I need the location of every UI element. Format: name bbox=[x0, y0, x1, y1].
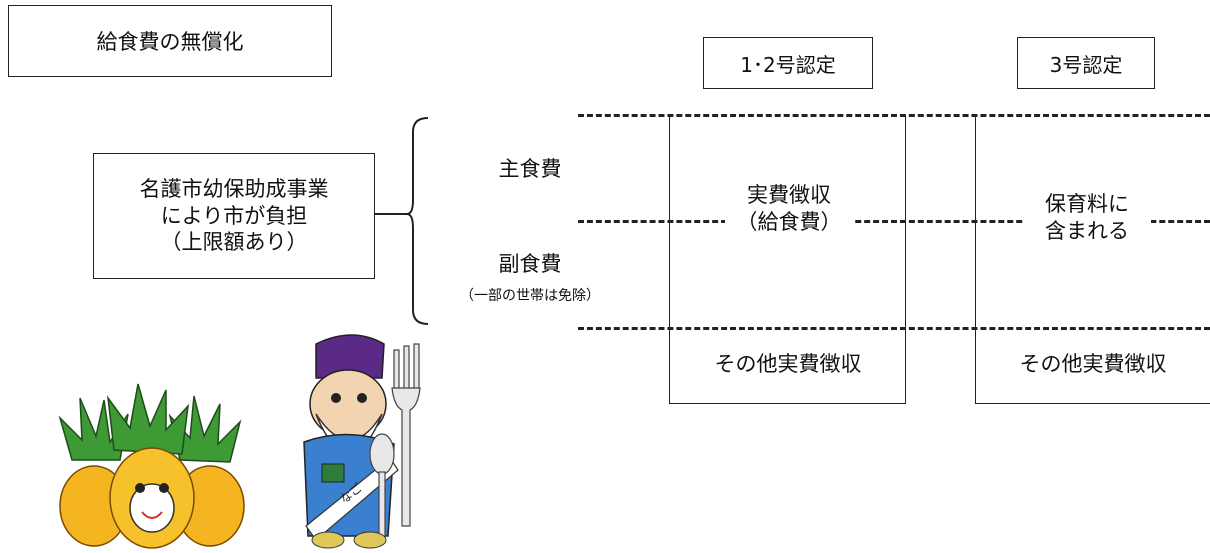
chef-mascot-illustration: なご bbox=[303, 334, 421, 549]
header-12-box: 1･2号認定 bbox=[703, 37, 873, 89]
col3-other-label: その他実費徴収 bbox=[1019, 352, 1167, 376]
col12-border-bottom bbox=[669, 403, 906, 404]
subsidy-line2: により市が負担 bbox=[160, 203, 308, 228]
header-12-label: 1･2号認定 bbox=[740, 52, 836, 77]
col3-border-left bbox=[975, 114, 976, 404]
title-box: 給食費の無償化 bbox=[8, 5, 332, 77]
col3-line2: 含まれる bbox=[1045, 219, 1129, 244]
dashed-line-bottom bbox=[578, 327, 1210, 330]
side-food-note: （一部の世帯は免除） bbox=[460, 288, 600, 304]
col3-border-bottom bbox=[975, 403, 1210, 404]
subsidy-box: 名護市幼保助成事業 により市が負担 （上限額あり） bbox=[93, 153, 375, 279]
main-food-label: 主食費 bbox=[498, 157, 562, 181]
col3-text: 保育料に 含まれる bbox=[1023, 191, 1151, 246]
col3-line1: 保育料に bbox=[1045, 192, 1129, 216]
page-title: 給食費の無償化 bbox=[96, 30, 244, 54]
dashed-line-top bbox=[578, 114, 1210, 117]
pineapple-mascot-illustration bbox=[58, 383, 245, 549]
subsidy-line1: 名護市幼保助成事業 bbox=[139, 176, 329, 201]
side-food-label: 副食費 bbox=[498, 252, 562, 276]
col12-border-left bbox=[669, 114, 670, 404]
col12-border-right bbox=[905, 114, 906, 404]
header-3-label: 3号認定 bbox=[1049, 52, 1123, 77]
col12-other-label: その他実費徴収 bbox=[714, 352, 862, 376]
col12-line1: 実費徴収 bbox=[747, 183, 831, 207]
subsidy-line3: （上限額あり） bbox=[160, 230, 308, 255]
col12-text: 実費徴収 （給食費） bbox=[725, 182, 853, 237]
bracket-connector bbox=[375, 117, 429, 325]
dashed-line-middle bbox=[578, 220, 1210, 223]
header-3-box: 3号認定 bbox=[1017, 37, 1155, 89]
col12-line2: （給食費） bbox=[736, 210, 842, 235]
